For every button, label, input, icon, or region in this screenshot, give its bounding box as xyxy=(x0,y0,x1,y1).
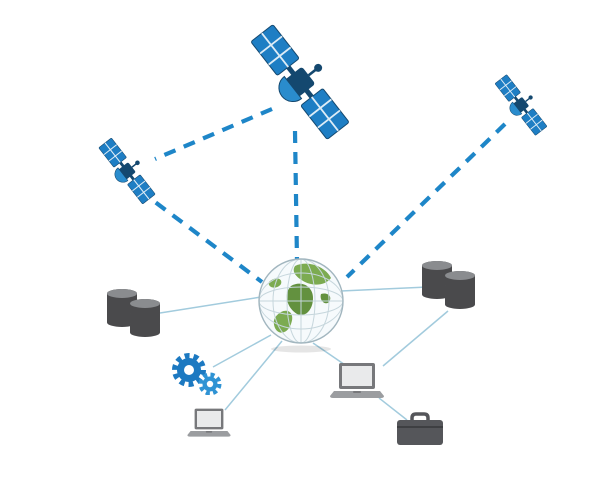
satellite-icon xyxy=(495,74,547,136)
satellite-left xyxy=(89,133,165,209)
laptop-left xyxy=(184,407,234,439)
laptop-icon xyxy=(330,363,384,398)
link-globe-gears xyxy=(212,334,272,368)
database-stack-left xyxy=(106,289,162,341)
earth-globe-icon xyxy=(258,258,344,353)
satellite-icon xyxy=(98,138,156,204)
processing-gears xyxy=(170,353,224,396)
link-globe-dbleft xyxy=(159,296,262,314)
satellite-right xyxy=(486,70,556,140)
link-mainsat-leftsat xyxy=(154,107,273,161)
earth-globe xyxy=(255,256,347,354)
link-mainsat-globe xyxy=(292,130,300,262)
database-icon xyxy=(107,289,160,337)
laptop-right xyxy=(326,361,388,401)
database-icon xyxy=(422,261,475,309)
database-stack-right xyxy=(421,261,477,313)
storage-case xyxy=(396,412,444,446)
link-laptopright-case xyxy=(378,397,408,421)
briefcase-icon xyxy=(397,412,443,445)
link-rightsat-globe xyxy=(345,122,507,279)
link-globe-dbright xyxy=(340,286,429,292)
link-leftsat-globe xyxy=(137,188,264,284)
satellite-main xyxy=(234,16,366,148)
link-globe-laptopleft xyxy=(224,340,283,411)
gears-icon xyxy=(172,353,222,396)
laptop-icon xyxy=(187,408,231,437)
satellite-icon xyxy=(251,24,349,140)
link-dbright-laptopright xyxy=(382,310,449,367)
